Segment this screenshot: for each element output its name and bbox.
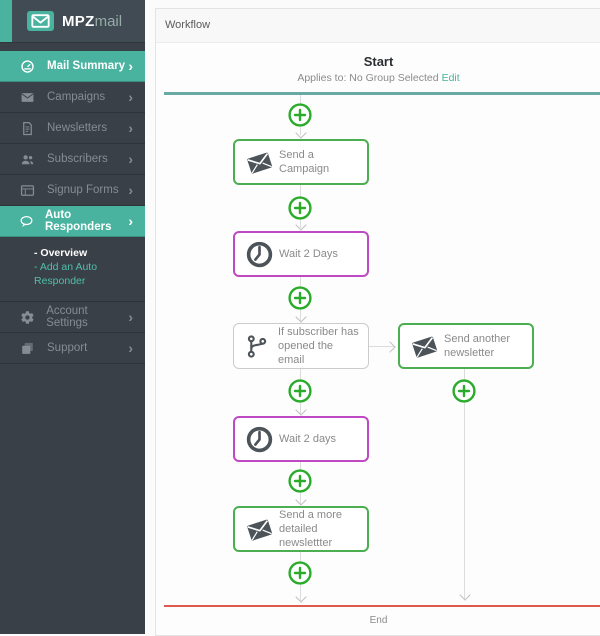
end-line — [164, 605, 600, 607]
panel-title: Workflow — [156, 9, 600, 43]
clock-icon — [245, 240, 279, 269]
chevron-right-icon: › — [128, 120, 133, 136]
add-step-button[interactable] — [452, 379, 476, 403]
sidebar-item-mail-summary[interactable]: Mail Summary › — [0, 51, 145, 82]
applies-to-text: Applies to: No Group Selected — [297, 72, 439, 84]
arrow-down-icon — [459, 589, 471, 601]
start-label: Start — [363, 54, 394, 69]
sidebar-item-subscribers[interactable]: Subscribers › — [0, 144, 145, 175]
envelope-icon — [245, 148, 279, 177]
chevron-right-icon: › — [128, 309, 133, 325]
chevron-right-icon: › — [128, 340, 133, 356]
sidebar-item-label: Newsletters — [47, 122, 108, 134]
arrow-down-icon — [295, 494, 307, 506]
sidebar-item-auto-responders[interactable]: Auto Responders › — [0, 206, 145, 237]
brand-name-bold: MPZ — [62, 12, 95, 30]
chevron-right-icon: › — [128, 58, 133, 74]
gauge-icon — [19, 58, 36, 75]
edit-group-link[interactable]: Edit — [441, 72, 460, 84]
arrow-down-icon — [295, 219, 307, 231]
sidebar-item-campaigns[interactable]: Campaigns › — [0, 82, 145, 113]
add-step-button[interactable] — [288, 561, 312, 585]
chevron-right-icon: › — [128, 182, 133, 198]
document-icon — [19, 120, 36, 137]
add-step-button[interactable] — [288, 286, 312, 310]
arrow-down-icon — [295, 127, 307, 139]
sidebar-item-label: Support — [47, 342, 88, 354]
workflow-node-send-campaign[interactable]: Send a Campaign — [233, 139, 369, 185]
start-line — [164, 92, 600, 95]
workflow-node-if-opened[interactable]: If subscriber has opened the email — [233, 323, 369, 369]
users-icon — [19, 151, 36, 168]
clock-icon — [245, 425, 279, 454]
add-step-button[interactable] — [288, 379, 312, 403]
add-step-button[interactable] — [288, 103, 312, 127]
stacked-docs-icon — [19, 340, 36, 357]
sidebar-item-label: Signup Forms — [47, 184, 119, 196]
submenu-item-overview[interactable]: - Overview — [34, 247, 88, 259]
sidebar-item-label: Campaigns — [47, 91, 106, 103]
envelope-icon — [410, 332, 444, 361]
workflow-panel: Workflow Start Applies to: No Group Sele… — [155, 8, 600, 636]
arrow-right-icon — [384, 341, 396, 353]
arrow-down-icon — [295, 404, 307, 416]
sidebar-accent-bar — [0, 0, 12, 42]
brand-name-light: mail — [94, 12, 123, 30]
add-step-button[interactable] — [288, 469, 312, 493]
workflow-node-wait-2-days-2[interactable]: Wait 2 days — [233, 416, 369, 462]
arrow-down-icon — [295, 591, 307, 603]
sidebar-item-newsletters[interactable]: Newsletters › — [0, 113, 145, 144]
main-area: Workflow Start Applies to: No Group Sele… — [145, 0, 600, 636]
sidebar-item-label: Subscribers — [47, 153, 108, 165]
envelope-icon — [19, 89, 36, 106]
chevron-right-icon: › — [128, 89, 133, 105]
workflow-node-send-detailed-newsletter[interactable]: Send a more detailed newslettter — [233, 506, 369, 552]
chevron-right-icon: › — [128, 213, 133, 229]
workflow-node-wait-2-days[interactable]: Wait 2 Days — [233, 231, 369, 277]
sidebar-item-support[interactable]: Support › — [0, 333, 145, 364]
end-label: End — [369, 615, 388, 626]
sidebar-nav: Mail Summary › Campaigns › Newsletters ›… — [0, 51, 145, 364]
node-label: Send a more detailed newslettter — [279, 508, 342, 550]
branch-connector-line — [369, 346, 394, 347]
node-label: Wait 2 Days — [279, 247, 338, 260]
mail-logo-icon — [27, 11, 54, 31]
sidebar-item-label: Mail Summary — [47, 60, 125, 72]
node-label: Send a Campaign — [279, 148, 330, 175]
connector-line — [464, 369, 465, 599]
chat-bubble-icon — [19, 213, 34, 230]
sidebar-item-label: Account Settings — [46, 305, 88, 329]
sidebar-item-signup-forms[interactable]: Signup Forms › — [0, 175, 145, 206]
sidebar-item-label: Auto Responders — [45, 209, 112, 233]
node-label: If subscriber has opened the email — [278, 325, 359, 367]
workflow-node-send-another-newsletter[interactable]: Send another newsletter — [398, 323, 534, 369]
auto-responders-submenu: - Overview - Add an Auto Responder — [0, 237, 145, 302]
arrow-down-icon — [295, 311, 307, 323]
chevron-right-icon: › — [128, 151, 133, 167]
node-label: Wait 2 days — [279, 432, 337, 445]
envelope-icon — [245, 515, 279, 544]
add-step-button[interactable] — [288, 196, 312, 220]
sidebar-item-account-settings[interactable]: Account Settings › — [0, 302, 145, 333]
gear-icon — [19, 309, 35, 326]
form-icon — [19, 182, 36, 199]
branch-icon — [244, 334, 278, 359]
node-label: Send another newsletter — [444, 332, 511, 359]
submenu-item-add-auto-responder[interactable]: - Add an Auto Responder — [34, 261, 98, 287]
